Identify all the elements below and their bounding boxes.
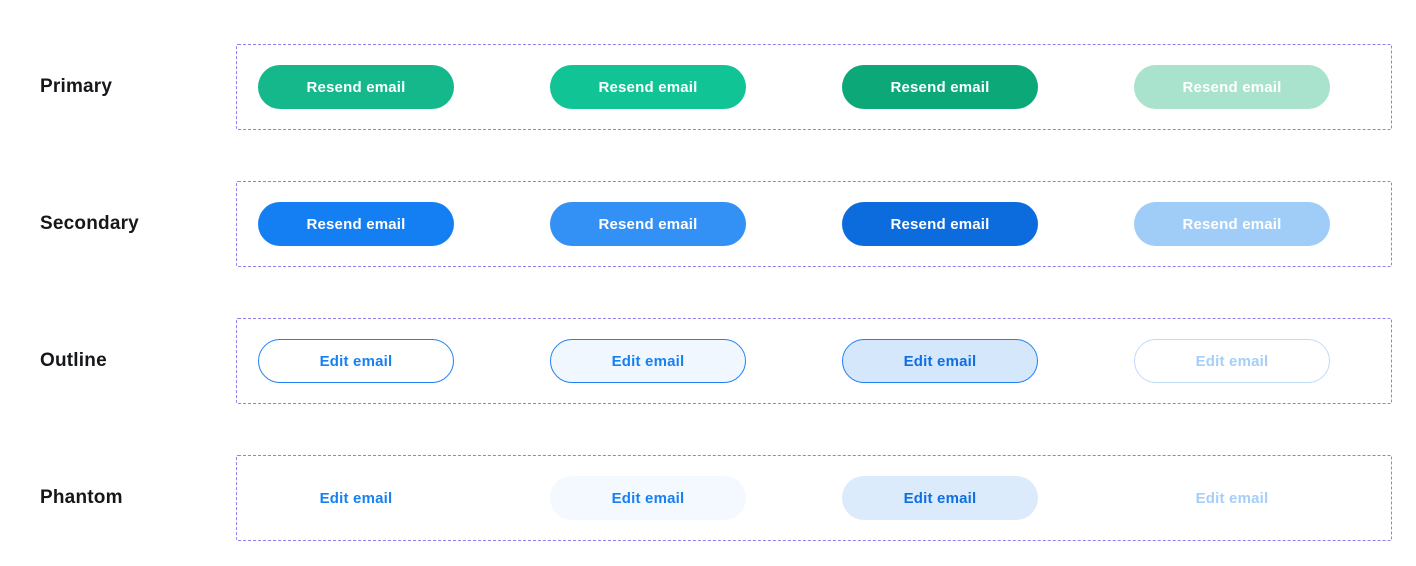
phantom-button-pressed[interactable]: Edit email [842, 476, 1038, 520]
phantom-button-default[interactable]: Edit email [258, 476, 454, 520]
secondary-button-default[interactable]: Resend email [258, 202, 454, 246]
phantom-button-disabled[interactable]: Edit email [1134, 476, 1330, 520]
outline-button-default[interactable]: Edit email [258, 339, 454, 383]
row-primary-label-col: Primary [0, 44, 236, 130]
row-outline-label: Outline [40, 350, 107, 371]
row-primary-label: Primary [40, 76, 113, 97]
row-phantom: Phantom Edit email Edit email Edit email… [0, 455, 1416, 541]
outline-button-hover[interactable]: Edit email [550, 339, 746, 383]
secondary-button-hover[interactable]: Resend email [550, 202, 746, 246]
row-outline-label-col: Outline [0, 318, 236, 404]
row-primary-group: Resend email Resend email Resend email R… [236, 44, 1392, 130]
row-phantom-group: Edit email Edit email Edit email Edit em… [236, 455, 1392, 541]
row-primary: Primary Resend email Resend email Resend… [0, 44, 1416, 130]
outline-button-disabled[interactable]: Edit email [1134, 339, 1330, 383]
row-outline-group: Edit email Edit email Edit email Edit em… [236, 318, 1392, 404]
primary-button-hover[interactable]: Resend email [550, 65, 746, 109]
row-outline: Outline Edit email Edit email Edit email… [0, 318, 1416, 404]
primary-button-pressed[interactable]: Resend email [842, 65, 1038, 109]
outline-button-pressed[interactable]: Edit email [842, 339, 1038, 383]
row-secondary: Secondary Resend email Resend email Rese… [0, 181, 1416, 267]
primary-button-disabled[interactable]: Resend email [1134, 65, 1330, 109]
primary-button-default[interactable]: Resend email [258, 65, 454, 109]
row-phantom-label: Phantom [40, 487, 123, 508]
secondary-button-pressed[interactable]: Resend email [842, 202, 1038, 246]
row-secondary-group: Resend email Resend email Resend email R… [236, 181, 1392, 267]
row-phantom-label-col: Phantom [0, 455, 236, 541]
row-secondary-label-col: Secondary [0, 181, 236, 267]
row-secondary-label: Secondary [40, 213, 139, 234]
secondary-button-disabled[interactable]: Resend email [1134, 202, 1330, 246]
phantom-button-hover[interactable]: Edit email [550, 476, 746, 520]
